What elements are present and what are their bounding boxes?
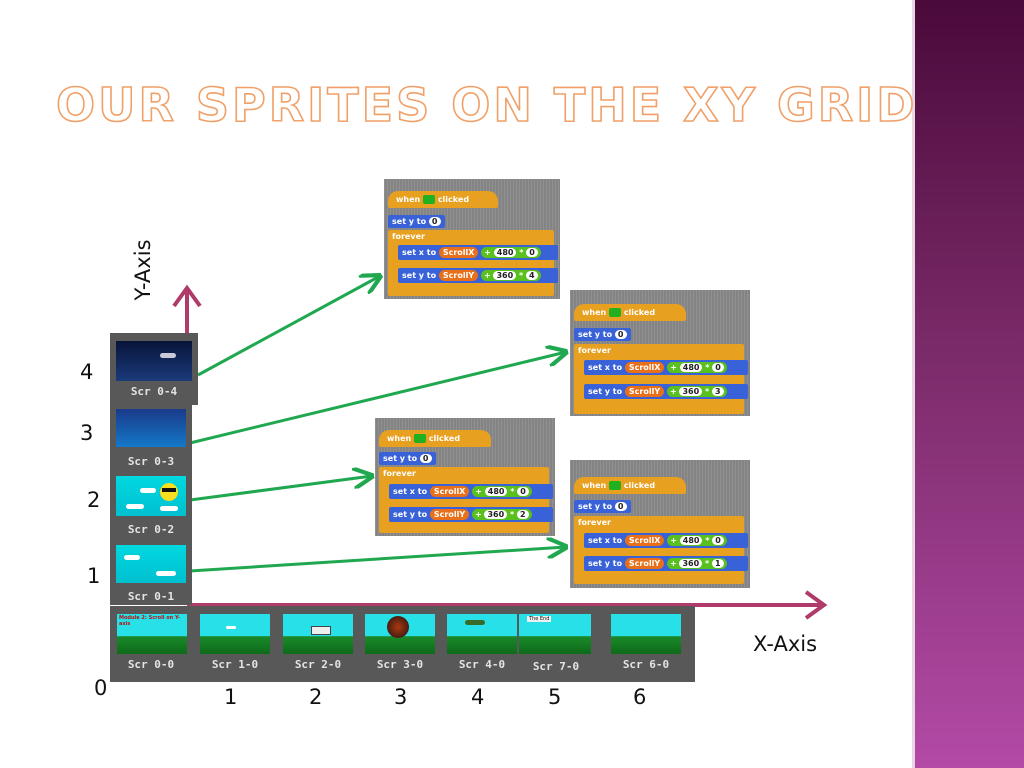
when-flag-clicked-block: when clicked [574,477,686,494]
screen-caption: Scr 0-0 [127,658,175,671]
x-tick-label: 6 [633,685,647,709]
arrow-scr-0-4 [197,276,380,377]
screen-tile-3-0: Scr 3-0 [359,606,441,682]
screen-tile-0-2: Scr 0-2 [110,471,192,539]
screen-caption: Scr 1-0 [211,658,259,671]
set-x-block: set x to ScrollX + 480 * 0 [584,533,748,548]
plane-icon [465,620,485,625]
screen-caption: Scr 7-0 [532,660,580,673]
sunglasses-icon [162,488,176,492]
y-tick-label: 3 [80,421,94,445]
forever-block: forever [388,230,554,296]
screen-caption: Scr 2-0 [294,658,342,671]
set-x-block: set x to ScrollX + 480 * 0 [389,484,553,499]
y-axis-label: Y-Axis [131,239,155,301]
screen-tile-4-0: Scr 4-0 [441,606,523,682]
screen-tile-0-3: Scr 0-3 [110,405,192,471]
screen-caption: Scr 0-2 [127,523,175,536]
y-axis-arrowhead [172,284,202,308]
forever-block: forever [379,467,549,533]
x-tick-label: 4 [471,685,485,709]
origin-label: 0 [94,676,108,700]
script-panel-0-4: when clicked set y to 0 forever set x to… [384,179,560,299]
x-tick-label: 5 [548,685,562,709]
set-y-scroll-block: set y to ScrollY + 360 * 4 [398,268,558,283]
y-tick-label: 1 [87,564,101,588]
set-y-block: set y to 0 [379,452,436,465]
screen-tile-1-0: Scr 1-0 [194,606,276,682]
script-panel-0-1: when clicked set y to 0 forever set x to… [570,460,750,588]
sign-icon [311,626,331,635]
y-tick-label: 4 [80,360,94,384]
when-flag-clicked-block: when clicked [388,191,498,208]
screen-caption: Scr 6-0 [622,658,670,671]
script-panel-0-3: when clicked set y to 0 forever set x to… [570,290,750,416]
x-tick-label: 1 [224,685,238,709]
screen-tile-0-1: Scr 0-1 [110,539,192,605]
screen-caption: Scr 3-0 [376,658,424,671]
sun-icon [160,483,178,501]
set-y-block: set y to 0 [574,328,631,341]
arrow-scr-0-3 [189,352,566,445]
screen-tile-7-0: The End Scr 7-0 [515,610,597,682]
screen-tile-2-0: Scr 2-0 [277,606,359,682]
module-banner: Module 2: Scroll on Y-axis [119,615,180,627]
green-flag-icon [423,195,436,204]
set-x-block: set x to ScrollX + 480 * 0 [584,360,748,375]
forever-block: forever [574,344,744,414]
the-end-banner: The End [527,616,552,622]
set-x-block: set x to ScrollX + 480 * 0 [398,245,558,260]
x-tick-label: 2 [309,685,323,709]
screen-caption: Scr 0-4 [130,385,178,398]
forever-block: forever [574,516,744,584]
green-flag-icon [414,434,427,443]
slide-title: OUR SPRITES ON THE XY GRID [55,77,918,133]
axes-and-arrows [172,0,828,620]
screen-caption: Scr 0-3 [127,455,175,468]
set-y-block: set y to 0 [574,500,631,513]
when-flag-clicked-block: when clicked [379,430,491,447]
decorative-sidebar [912,0,1024,768]
set-y-scroll-block: set y to ScrollY + 360 * 2 [389,507,553,522]
x-tick-label: 3 [394,685,408,709]
y-tick-label: 2 [87,488,101,512]
set-y-block: set y to 0 [388,215,445,228]
explosion-icon [387,616,409,638]
green-flag-icon [609,308,622,317]
screen-tile-0-4: Scr 0-4 [110,333,198,405]
arrow-scr-0-2 [189,476,372,502]
screen-caption: Scr 0-1 [127,590,175,603]
set-y-scroll-block: set y to ScrollY + 360 * 3 [584,384,748,399]
arrow-scr-0-1 [189,547,566,573]
script-panel-0-2: when clicked set y to 0 forever set x to… [375,418,555,536]
x-axis-arrowhead [804,590,828,620]
screen-caption: Scr 4-0 [458,658,506,671]
set-y-scroll-block: set y to ScrollY + 360 * 1 [584,556,748,571]
when-flag-clicked-block: when clicked [574,304,686,321]
green-flag-icon [609,481,622,490]
screen-tile-0-0: Module 2: Scroll on Y-axis Scr 0-0 [110,606,192,682]
screen-tile-6-0: Scr 6-0 [605,606,687,682]
x-axis-label: X-Axis [753,632,818,656]
